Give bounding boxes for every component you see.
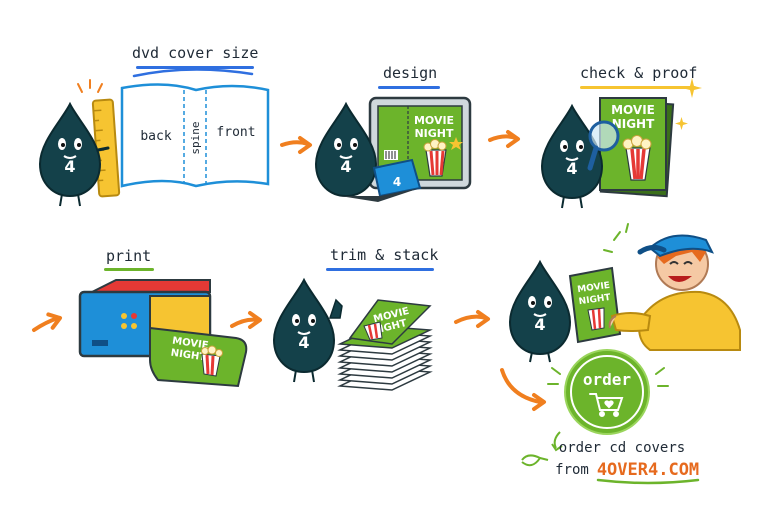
cta-green-arrows: [522, 432, 562, 465]
cta-text: order cd covers from 4OVER4.COM: [555, 440, 699, 483]
underline-print: [104, 268, 154, 271]
mascot-number-2: 4: [340, 157, 351, 176]
step-label-print: print: [106, 247, 151, 265]
spine-panel-label: spine: [189, 121, 202, 154]
mascot-drop-thumbs-up: 4: [274, 280, 342, 382]
mascot-drop-designing: 4: [316, 104, 376, 196]
step-design: MOVIE NIGHT 4 4: [316, 98, 470, 202]
cover-stack: MOVIE NIGHT: [340, 300, 430, 390]
arrow-step2-to-3: [490, 132, 518, 146]
arrow-step4-to-5: [232, 313, 260, 327]
step-label-check-proof: check & proof: [580, 64, 697, 82]
delivered-cover: MOVIE NIGHT: [570, 268, 620, 342]
front-panel-label: front: [216, 125, 255, 140]
arrow-into-print: [34, 311, 62, 330]
cta-line-2-prefix: from: [555, 462, 589, 478]
order-button[interactable]: order: [548, 350, 668, 434]
mascot-drop-delivering: 4: [510, 262, 570, 362]
mascot-number-6: 4: [534, 315, 545, 334]
design-cover-title-1: MOVIE: [414, 114, 454, 127]
step-label-design: design: [383, 64, 437, 82]
cta-brand-link[interactable]: 4OVER4.COM: [597, 460, 699, 480]
proof-cover-title-2: NIGHT: [612, 117, 655, 131]
underline-design: [378, 86, 440, 89]
step-trim-stack: 4 MOVIE NIGHT: [274, 280, 430, 390]
arrow-step1-to-2: [282, 138, 310, 152]
design-cover-title-2: NIGHT: [414, 127, 454, 140]
underline-trim-stack: [326, 268, 434, 271]
underline-dvd-cover-size: [136, 66, 254, 69]
laptop-number: 4: [393, 175, 401, 189]
proof-cover-title-1: MOVIE: [611, 103, 655, 117]
back-panel-label: back: [140, 129, 171, 144]
printed-cover: MOVIE NIGHT: [150, 328, 246, 386]
underline-check-proof: [580, 86, 696, 89]
step-check-proof: MOVIE NIGHT 4: [542, 78, 702, 208]
happy-customer: [604, 224, 740, 350]
step-dvd-cover-size: 4 back spine front: [40, 69, 268, 206]
arrow-to-order: [502, 370, 544, 409]
step-print: MOVIE NIGHT: [80, 280, 246, 386]
mascot-number-5: 4: [298, 333, 309, 352]
mascot-number: 4: [64, 157, 75, 176]
mascot-number-3: 4: [566, 159, 577, 178]
thumbs-up-icon: [330, 300, 342, 318]
dvd-cover-open: back spine front: [122, 69, 268, 186]
arrow-step5-to-6: [456, 312, 488, 326]
step-handoff: 4 MOVIE NIGHT: [510, 224, 740, 362]
step-label-dvd-cover-size: dvd cover size: [132, 44, 258, 62]
cta-line-1: order cd covers: [559, 440, 685, 456]
step-label-trim-stack: trim & stack: [330, 246, 438, 264]
order-button-label: order: [583, 370, 631, 389]
